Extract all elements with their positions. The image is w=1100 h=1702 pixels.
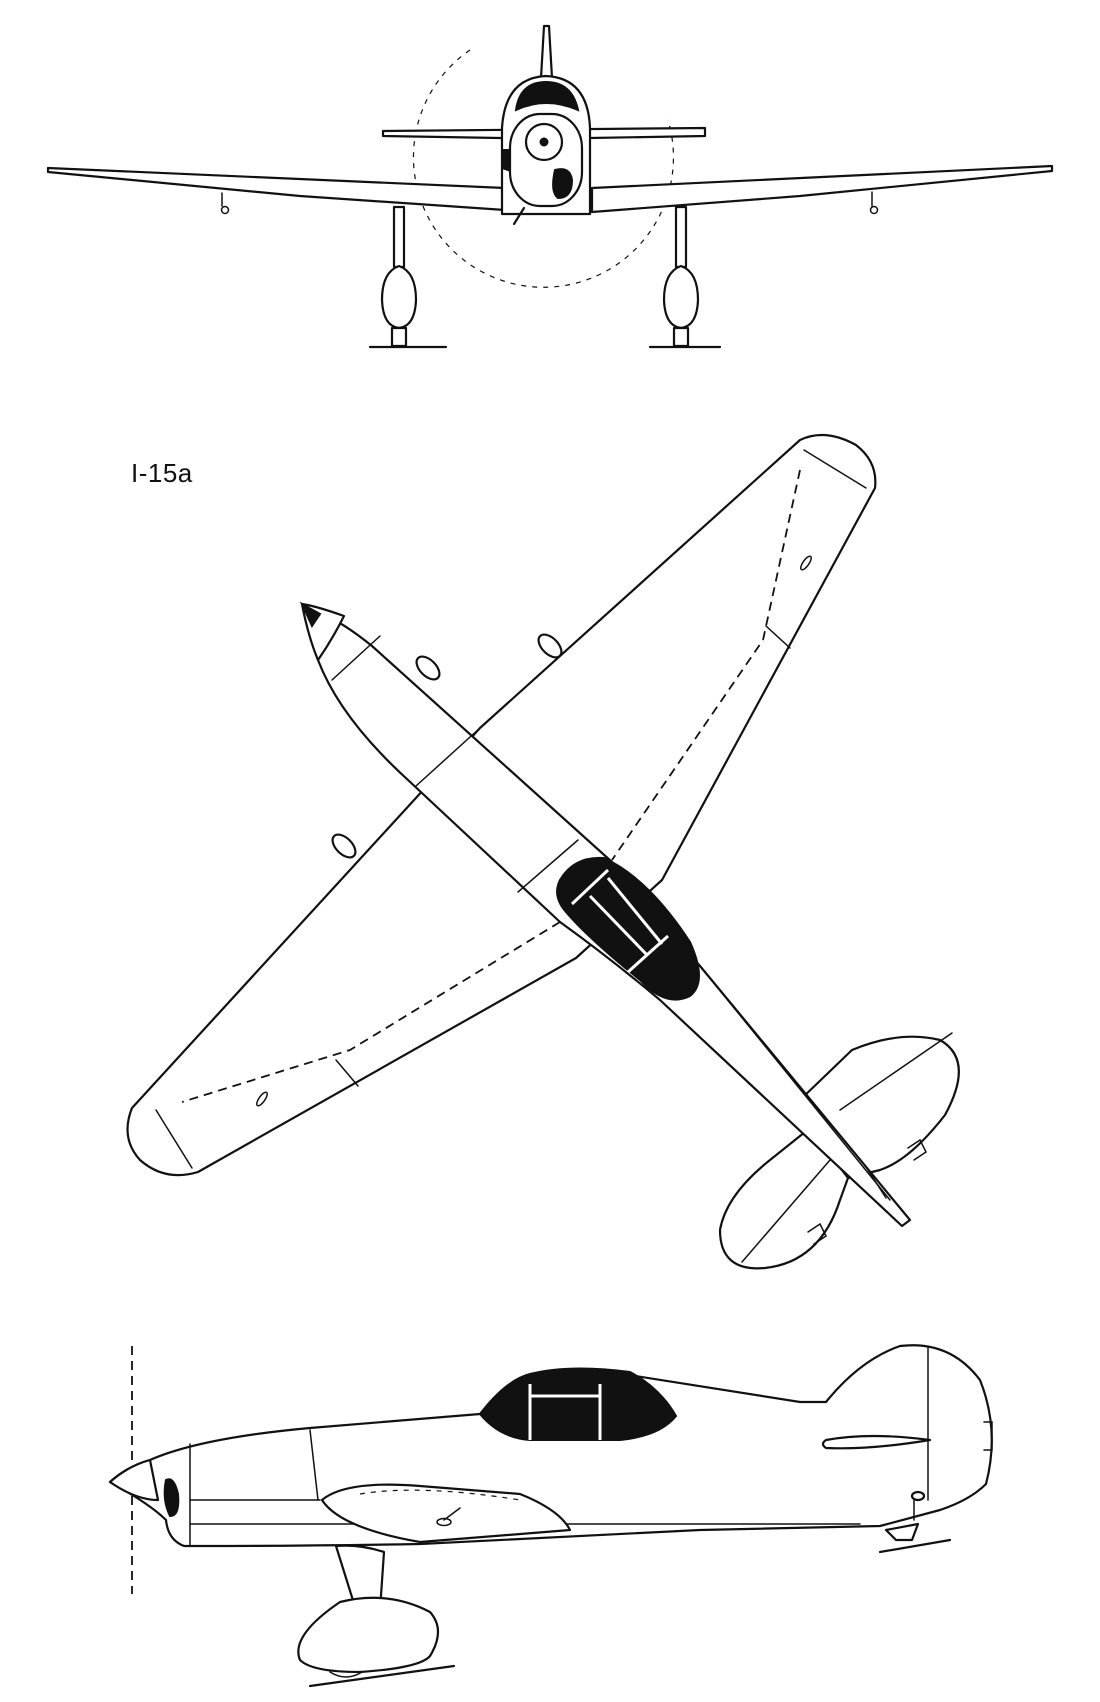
top-right-wing-tip-line: [803, 449, 867, 489]
top-rudder-line: [867, 1169, 887, 1199]
top-right-aileron-hinge: [765, 625, 791, 649]
top-right-trim-tab: [907, 1138, 927, 1161]
side-tailwheel: [884, 1522, 920, 1542]
side-canopy-frame: [528, 1384, 602, 1440]
front-cowl-ring: [508, 112, 584, 208]
front-left-wing-hook-end: [220, 205, 230, 215]
aircraft-model-label: I-15a: [131, 458, 193, 488]
front-spinner: [524, 122, 564, 162]
front-canopy: [514, 80, 580, 112]
front-spinner-hub: [539, 137, 549, 147]
side-spinner: [108, 1458, 160, 1502]
side-wheel-fairing: [297, 1596, 440, 1674]
front-right-wing: [590, 164, 1054, 214]
top-left-aileron-hinge: [335, 1059, 359, 1087]
side-rudder-trim-tab: [983, 1421, 993, 1451]
front-fin: [539, 24, 554, 80]
top-wing-root-front: [415, 727, 481, 787]
side-wheel-hub: [329, 1671, 363, 1678]
top-left-wing-flap-line: [181, 921, 561, 1103]
front-right-gear: [648, 205, 722, 349]
side-tailplane: [821, 1434, 932, 1450]
side-wing-fairing: [320, 1483, 572, 1544]
side-exhaust: [163, 1478, 180, 1518]
top-spinner-tip: [299, 601, 322, 629]
side-wing-dashed-contour: [359, 1489, 521, 1501]
front-right-wing-hook-end: [869, 205, 879, 215]
side-main-ground: [308, 1664, 456, 1688]
top-right-elevator-line: [839, 1032, 953, 1111]
side-tail-ground: [878, 1538, 952, 1554]
top-underwing-radiator-2: [537, 633, 563, 659]
side-tail-oval: [910, 1490, 926, 1502]
front-side-scoop: [501, 149, 509, 172]
top-right-wing-flap-line: [611, 469, 801, 861]
top-underwing-radiator-1: [415, 655, 441, 681]
top-left-elevator-line: [741, 1159, 831, 1263]
front-view: [46, 24, 1054, 349]
top-left-wing-tip-line: [155, 1109, 193, 1169]
top-cowl-line: [331, 635, 381, 681]
front-exhaust: [512, 206, 526, 226]
top-left-wing-light: [256, 1091, 268, 1107]
side-wing-light: [436, 1517, 452, 1527]
top-right-wing-light: [800, 555, 812, 571]
top-wing-root-rear: [517, 839, 579, 893]
side-cowl-line-2: [309, 1429, 319, 1501]
top-canopy-frame: [570, 868, 670, 974]
top-view: [126, 433, 960, 1270]
top-left-trim-tab: [807, 1222, 827, 1245]
front-left-wing: [46, 166, 507, 212]
front-intake: [552, 168, 574, 200]
top-fuselage-seam: [699, 965, 891, 1201]
top-cockpit: [556, 856, 700, 1001]
top-underwing-radiator-3: [331, 833, 357, 859]
front-left-gear: [368, 205, 448, 349]
side-view: [108, 1344, 993, 1688]
propeller-disc: [412, 49, 675, 288]
